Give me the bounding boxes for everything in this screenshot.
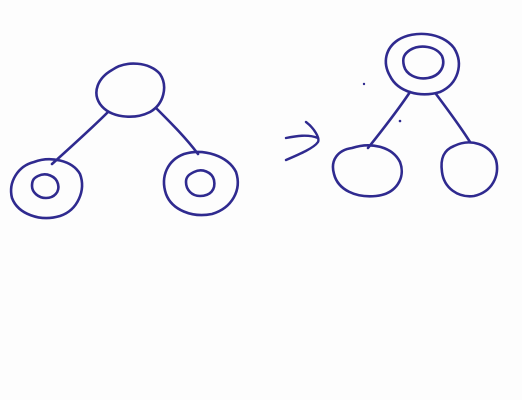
pen-dot-2 — [398, 119, 402, 123]
right-child-node-2 — [440, 141, 499, 198]
right-root-node — [384, 32, 461, 96]
left-edge-root-to-left-child — [50, 110, 110, 166]
left-child-2-inner-ring — [184, 169, 216, 198]
right-edge-root-to-left-child — [366, 90, 412, 150]
arrow-head-stroke — [284, 120, 320, 162]
left-child-1-inner-ring — [30, 173, 60, 200]
right-tree — [331, 32, 499, 198]
left-child-2-outer-ring — [162, 150, 239, 217]
left-root-node — [95, 62, 166, 118]
pen-dot-1 — [362, 82, 366, 86]
right-root-outer-ring — [384, 32, 461, 96]
left-child-node-2 — [162, 150, 239, 217]
right-root-inner-ring — [401, 45, 445, 80]
left-child-1-outer-ring — [9, 158, 84, 220]
right-child-node-1 — [331, 144, 403, 198]
arrow-upper-stroke — [284, 134, 320, 140]
left-child-node-1 — [9, 158, 84, 220]
right-edge-root-to-right-child — [434, 92, 472, 144]
left-tree — [9, 62, 239, 220]
left-edge-root-to-right-child — [154, 106, 200, 156]
transformation-arrow — [284, 120, 320, 162]
stray-pen-marks — [362, 82, 402, 123]
